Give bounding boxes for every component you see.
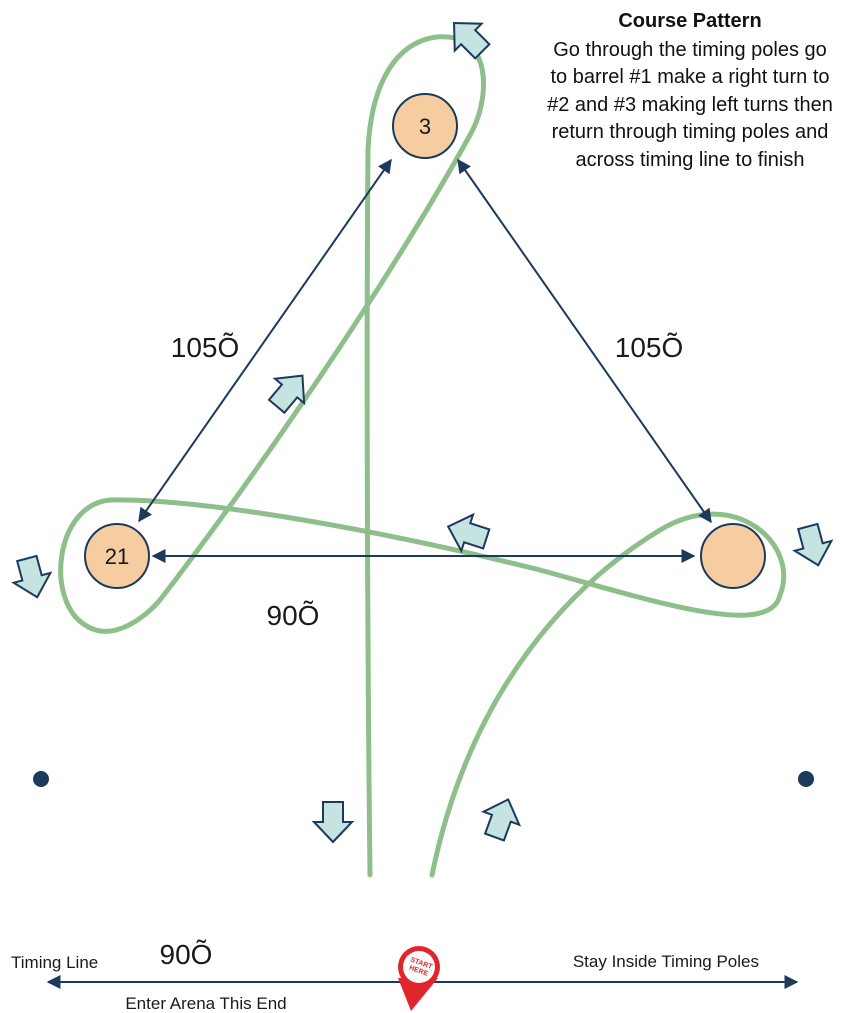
distance-arrows <box>46 158 799 989</box>
course-pattern-line: to barrel #1 make a right turn to <box>550 66 829 88</box>
barrel-left: 21 <box>84 523 150 589</box>
path-entry-to-barrel-1 <box>429 511 787 878</box>
direction-arrow-icon <box>313 801 353 843</box>
start-pin-icon <box>398 978 438 1011</box>
start-marker: START HERE <box>398 946 440 1011</box>
direction-arrow-icon <box>475 791 528 845</box>
enter-arena-label: Enter Arena This End <box>125 994 286 1013</box>
distance-label-left: 105Õ <box>171 332 240 363</box>
distance-label-timing-line: 90Õ <box>160 939 213 970</box>
distance-arrow-right-side <box>457 158 712 524</box>
course-pattern-title: Course Pattern <box>618 10 761 32</box>
barrel-left-label: 21 <box>105 544 129 569</box>
path-barrel-3-to-finish <box>364 34 486 878</box>
barrel-top: 3 <box>392 93 458 159</box>
course-pattern-line: return through timing poles and <box>552 121 829 143</box>
timing-pole-left <box>33 771 49 787</box>
distance-arrow-left-side <box>138 158 392 523</box>
distance-label-right: 105Õ <box>615 332 684 363</box>
distance-label-base: 90Õ <box>267 600 320 631</box>
direction-arrow-icon <box>7 552 57 604</box>
course-pattern-line: across timing line to finish <box>576 149 805 171</box>
course-pattern-line: Go through the timing poles go <box>553 39 827 61</box>
timing-pole-right <box>798 771 814 787</box>
barrel-top-label: 3 <box>419 114 431 139</box>
stay-inside-label: Stay Inside Timing Poles <box>573 952 759 971</box>
course-pattern-line: #2 and #3 making left turns then <box>547 94 833 116</box>
course-pattern-note: Course Pattern Go through the timing pol… <box>547 10 833 171</box>
timing-line-label: Timing Line <box>11 953 98 972</box>
direction-arrow-icon <box>788 520 838 572</box>
barrel-right <box>700 523 766 589</box>
